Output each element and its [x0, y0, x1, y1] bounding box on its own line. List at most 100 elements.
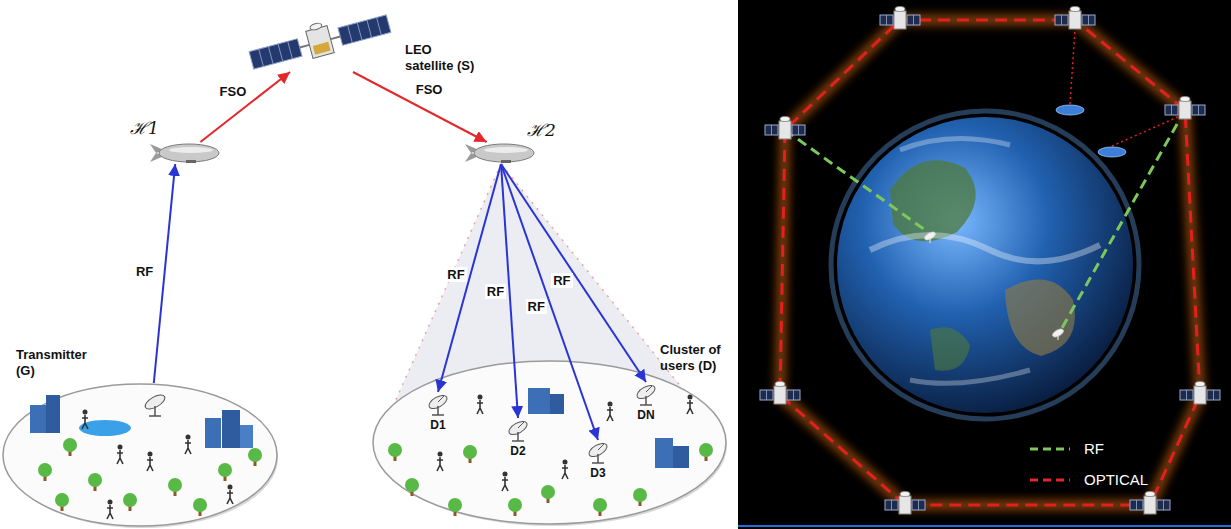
link-label: RF: [485, 284, 506, 299]
ground-station-dish: [1051, 327, 1064, 340]
cloud-band: [900, 139, 1010, 150]
person: [82, 410, 88, 430]
dish-stand: [154, 406, 156, 416]
satellite-icon: [245, 12, 395, 72]
tree: [593, 498, 607, 516]
dish-feed: [438, 396, 444, 402]
dish-feed: [518, 422, 524, 428]
link-label: FSO: [218, 84, 249, 99]
airship-gondola: [501, 160, 511, 163]
solar-panel: [249, 39, 302, 69]
panel-grid: [268, 47, 273, 64]
cloud-band: [910, 370, 1030, 383]
rf-ground-link: [785, 130, 928, 232]
left-panel-ground: [0, 0, 738, 529]
dish-base: [432, 414, 444, 416]
pond: [79, 420, 131, 436]
person: [107, 500, 113, 520]
rf-link: [438, 164, 501, 392]
satellite-icon: [1165, 97, 1205, 120]
rf-link: [501, 164, 646, 382]
region-ellipse: [2, 383, 278, 527]
airship-body: [474, 144, 534, 162]
transmitter-dish: [143, 392, 167, 416]
airship-body: [159, 144, 219, 162]
optical-link-glow: [780, 20, 1200, 505]
cloud-band: [870, 235, 1100, 261]
panel-grid: [357, 23, 362, 40]
haps-blimp: [1056, 105, 1084, 115]
dish-reflector: [143, 392, 167, 412]
person: [502, 472, 508, 492]
optical-link-ring: [780, 20, 1200, 505]
user-label: D2: [510, 444, 525, 459]
edge-label-holder: RF: [445, 267, 466, 282]
user-terminal: D1: [420, 392, 456, 436]
person: [117, 445, 123, 465]
tree: [218, 463, 232, 481]
fso-link: [353, 72, 487, 142]
airship-gondola: [186, 160, 196, 163]
region-label: Transmitter (G): [16, 347, 98, 379]
building-block: [222, 410, 240, 448]
tree: [123, 493, 137, 511]
person: [437, 452, 443, 472]
ground-station-dish: [923, 230, 936, 243]
tree: [633, 488, 647, 506]
building-block: [673, 446, 689, 468]
user-cluster: Cluster of users (D)D1D2D3DN: [372, 360, 727, 525]
building: [655, 438, 689, 468]
dish-stand: [645, 396, 647, 405]
user-terminal: D3: [580, 440, 616, 484]
person: [185, 435, 191, 455]
leo-satellite: LEO satellite (S): [245, 12, 395, 72]
panel-grid: [278, 44, 283, 61]
earth-disc: [837, 117, 1133, 413]
haps-airship: ℋ1: [150, 142, 222, 164]
solar-panel: [338, 15, 391, 45]
dish-base: [592, 462, 604, 464]
tree: [88, 473, 102, 491]
dish-base: [149, 415, 161, 417]
satellite-antenna: [309, 22, 322, 31]
node-label: LEO satellite (S): [405, 42, 480, 74]
airship-highlight: [169, 147, 213, 153]
tree: [388, 443, 402, 461]
earth-globe: [831, 111, 1139, 419]
legend-label: OPTICAL: [1084, 471, 1148, 489]
tree: [38, 463, 52, 481]
dish-base: [512, 440, 524, 442]
rf-link: [154, 164, 175, 383]
link-label: RF: [526, 299, 547, 314]
person: [477, 395, 483, 415]
edge-label-holder: FSO: [414, 82, 445, 97]
dish-stand: [517, 432, 519, 441]
panel-grid: [288, 41, 293, 58]
satellite-icon: [760, 382, 800, 405]
tree: [63, 438, 77, 456]
satellite-icon: [1055, 7, 1095, 30]
haps-airship: ℋ2: [465, 142, 537, 164]
dish-base: [640, 404, 652, 406]
airship-icon: [465, 142, 537, 164]
edge-label-holder: FSO: [218, 84, 249, 99]
platform-label: ℋ1: [130, 118, 159, 138]
link-label: RF: [445, 267, 466, 282]
edge-label-holder: RF: [551, 273, 572, 288]
building-block: [240, 425, 253, 448]
person: [687, 395, 693, 415]
building-block: [655, 438, 673, 468]
atmosphere-glow: [831, 111, 1139, 419]
edge-label-holder: RF: [134, 264, 155, 279]
satellite-icon: [880, 7, 920, 30]
building: [205, 410, 253, 448]
person: [147, 452, 153, 472]
rf-link: [501, 164, 598, 440]
building-block: [550, 394, 564, 414]
fso-link: [200, 72, 290, 142]
tree: [405, 478, 419, 496]
edge-label-holder: RF: [526, 299, 547, 314]
airship-highlight: [484, 147, 528, 153]
satellite-icon: [765, 117, 805, 140]
